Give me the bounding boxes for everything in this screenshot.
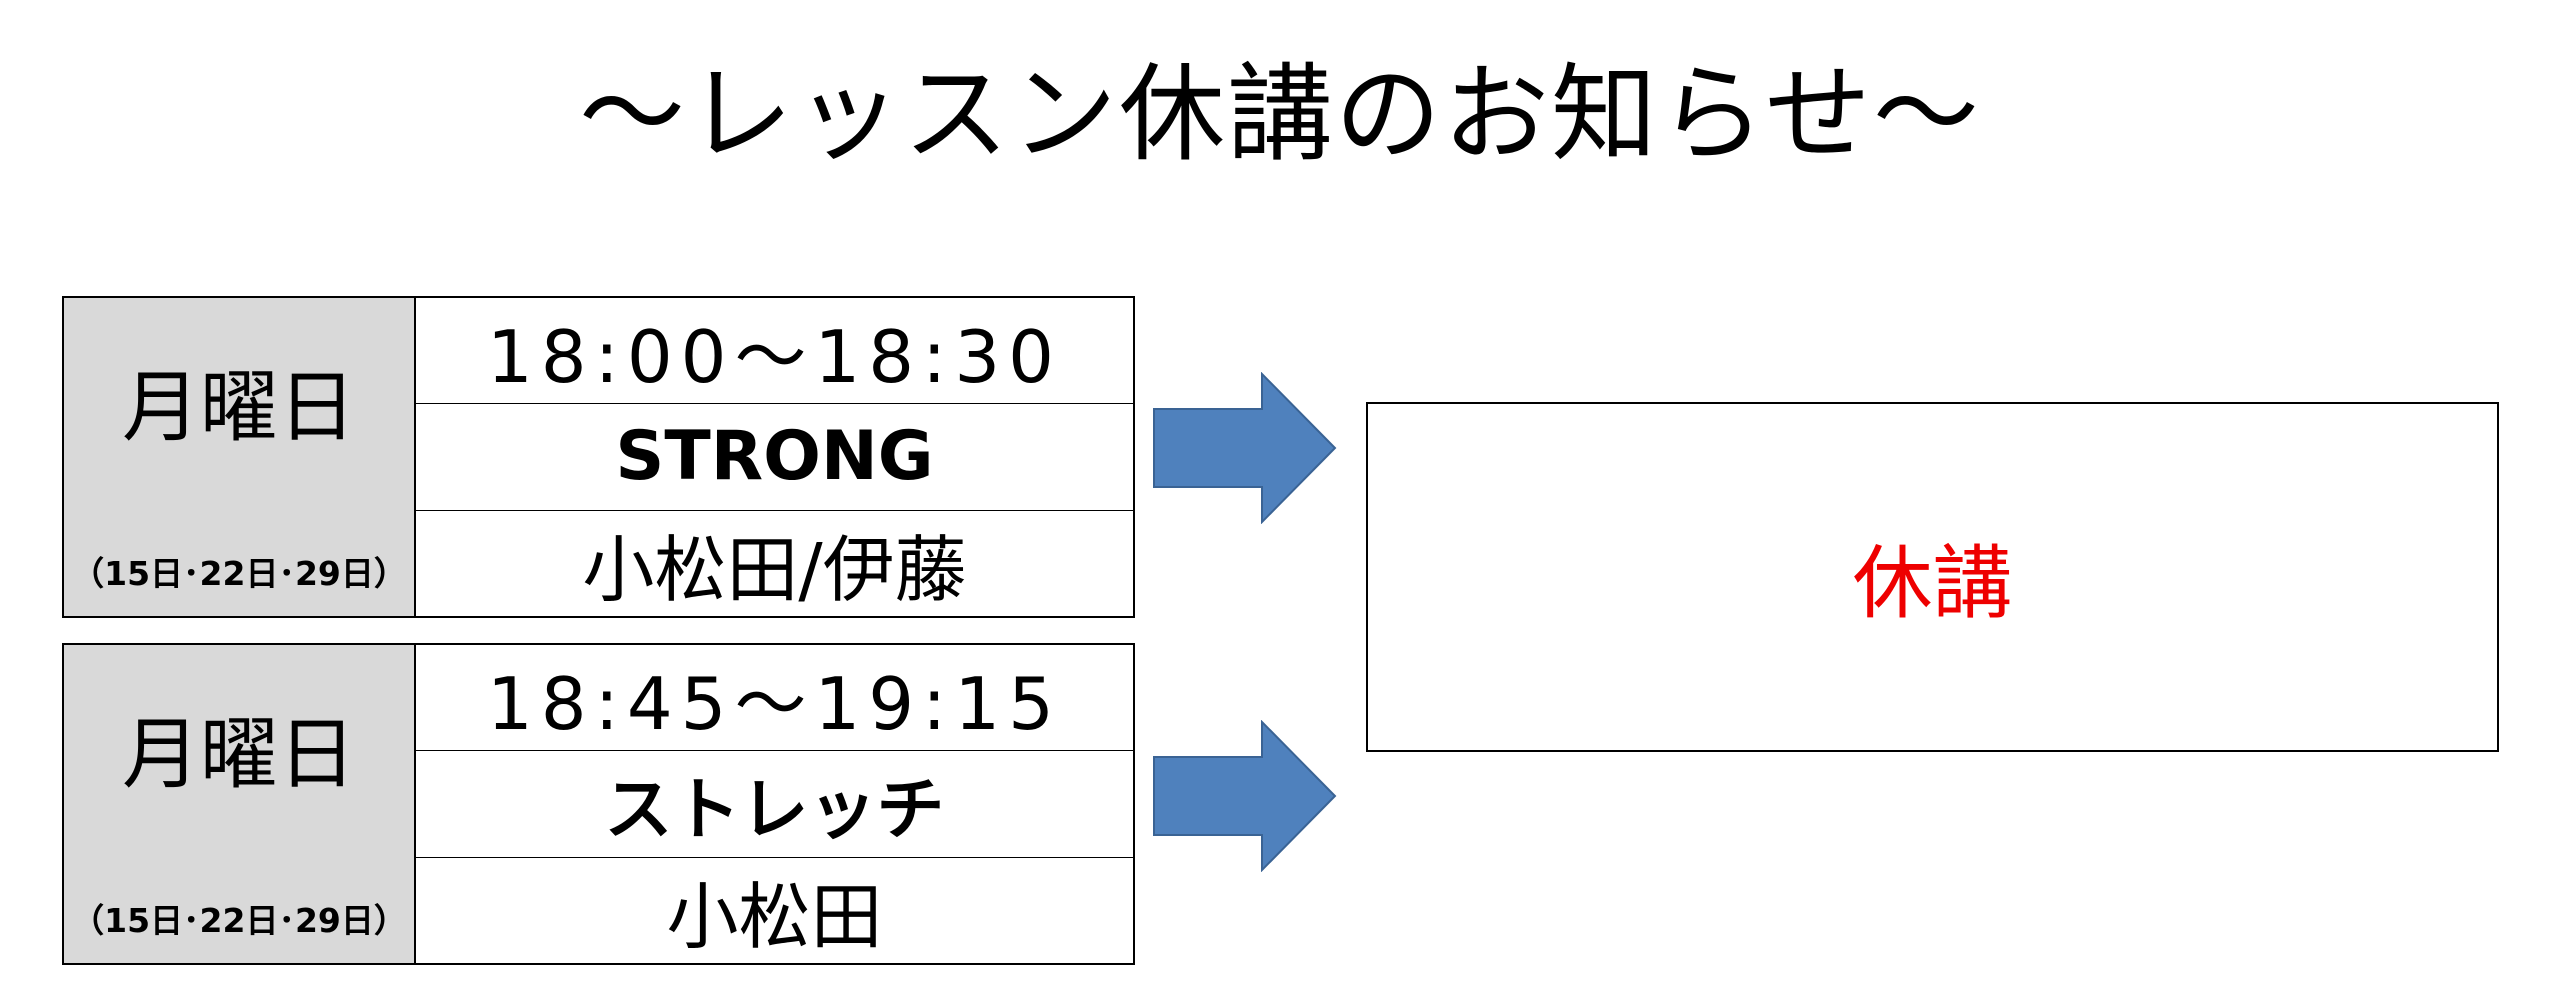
program-row: STRONG [416, 404, 1133, 511]
day-dates: （15日･22日･29日） [71, 901, 407, 940]
right-arrow-icon [1153, 720, 1337, 872]
lesson-program: ストレッチ [604, 771, 945, 851]
right-arrow-icon [1153, 372, 1337, 524]
day-name: 月曜日 [121, 710, 356, 800]
page-title: ～レッスン休講のお知らせ～ [579, 53, 1981, 176]
cancellation-label: 休講 [1852, 537, 2013, 630]
lesson-table-monday-1800: 月曜日 （15日･22日･29日） 18:00～18:30 STRONG 小松田… [62, 296, 1135, 618]
lesson-instructor: 小松田 [666, 874, 883, 959]
instructor-row: 小松田/伊藤 [416, 511, 1133, 616]
lesson-program: STRONG [615, 417, 934, 497]
cancellation-box: 休講 [1366, 402, 2499, 752]
instructor-row: 小松田 [416, 858, 1133, 963]
lesson-info: 18:45～19:15 ストレッチ 小松田 [416, 645, 1133, 963]
lesson-time: 18:45～19:15 [487, 662, 1062, 747]
program-row: ストレッチ [416, 751, 1133, 858]
day-name: 月曜日 [121, 363, 356, 453]
day-cell: 月曜日 （15日･22日･29日） [64, 645, 416, 963]
day-dates: （15日･22日･29日） [71, 554, 407, 593]
lesson-instructor: 小松田/伊藤 [582, 527, 967, 612]
lesson-time: 18:00～18:30 [487, 315, 1062, 400]
time-row: 18:00～18:30 [416, 298, 1133, 405]
lesson-info: 18:00～18:30 STRONG 小松田/伊藤 [416, 298, 1133, 616]
lesson-table-monday-1845: 月曜日 （15日･22日･29日） 18:45～19:15 ストレッチ 小松田 [62, 643, 1135, 965]
time-row: 18:45～19:15 [416, 645, 1133, 752]
day-cell: 月曜日 （15日･22日･29日） [64, 298, 416, 616]
